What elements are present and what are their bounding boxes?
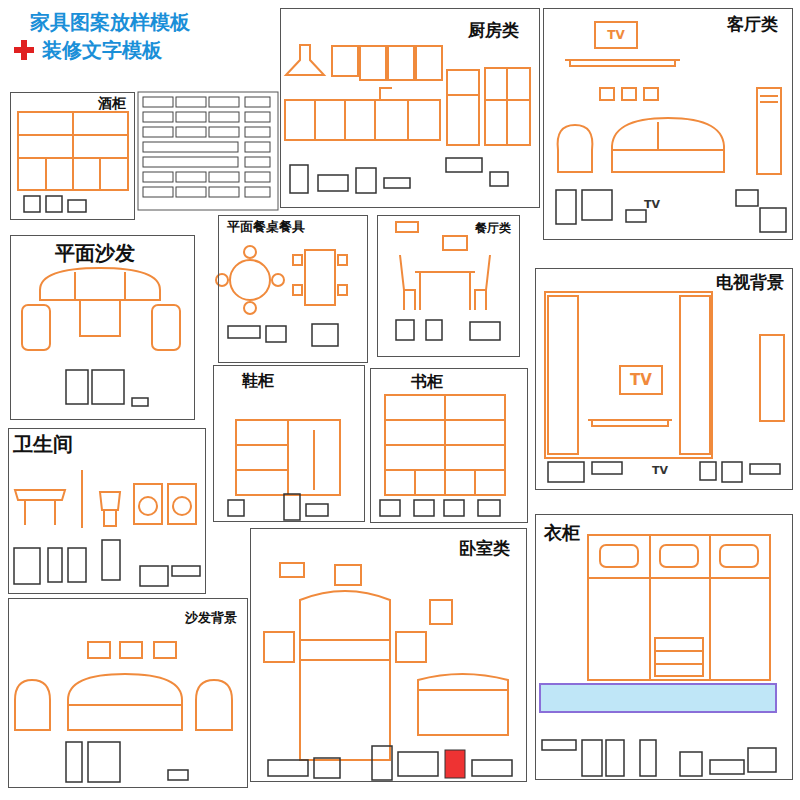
panel-heading: 鞋柜 [242, 372, 274, 390]
panel-heading: 酒柜 [98, 96, 126, 111]
panel-heading: 餐厅类 [475, 222, 511, 235]
panel-heading: 衣柜 [544, 523, 580, 543]
tv-label: TV [607, 29, 624, 41]
category-panel: 客厅类 [543, 8, 793, 240]
panel-heading: 电视背景 [716, 273, 784, 292]
category-panel: 平面沙发 [10, 235, 195, 420]
category-panel: 餐厅类 [377, 215, 520, 357]
category-panel: 沙发背景 [8, 598, 248, 788]
panel-heading: 客厅类 [727, 15, 778, 34]
panel-heading: 卧室类 [459, 539, 510, 558]
panel-heading: 平面沙发 [55, 242, 135, 264]
panel-heading: 平面餐桌餐具 [227, 220, 305, 234]
tv-label: TV [652, 465, 668, 476]
category-panel: 衣柜 [535, 514, 793, 780]
category-panel: 厨房类 [280, 8, 540, 208]
tv-label: TV [644, 199, 660, 210]
category-panel: 电视背景 [535, 268, 793, 490]
panel-heading: 厨房类 [468, 21, 519, 40]
tv-label: TV [630, 373, 652, 388]
subtitle: 装修文字模板 [42, 40, 162, 60]
category-panel: 平面餐桌餐具 [218, 215, 368, 363]
page-title: 家具图案放样模板 [30, 12, 190, 32]
category-panel: 卧室类 [250, 528, 527, 782]
category-panel: 卫生间 [8, 428, 206, 594]
panel-heading: 沙发背景 [185, 611, 237, 625]
category-panel: 酒柜 [10, 92, 135, 220]
panel-heading: 卫生间 [13, 433, 73, 455]
category-panel: 鞋柜 [213, 365, 365, 522]
panel-heading: 书柜 [411, 373, 443, 391]
category-panel: 书柜 [370, 368, 528, 523]
